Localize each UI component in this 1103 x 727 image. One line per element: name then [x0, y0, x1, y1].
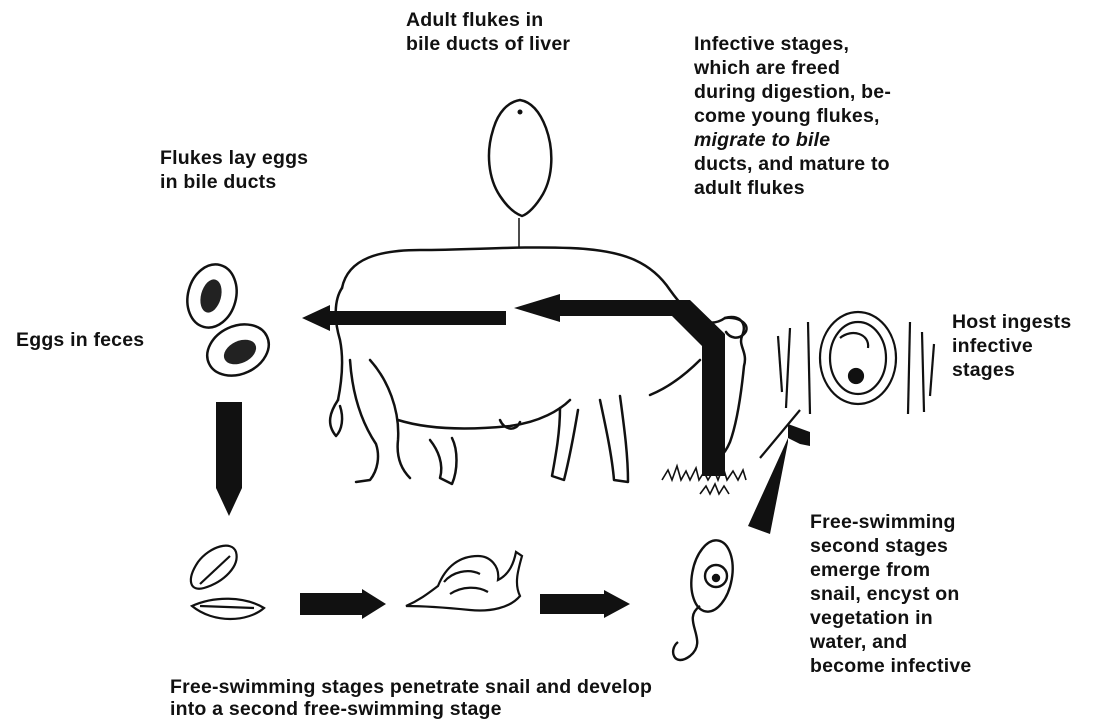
stage-to-snail-arrow-icon	[300, 589, 386, 619]
free-swimming-second-line-2: second stages	[810, 534, 971, 558]
infective-stages-line-1: Infective stages,	[694, 32, 891, 56]
infective-stages-line-5: migrate to bile	[694, 128, 891, 152]
eggs-in-feces-label: Eggs in feces	[16, 328, 144, 352]
free-swimming-second-line-5: vegetation in	[810, 606, 971, 630]
cercaria-icon	[673, 537, 738, 660]
adult-flukes-line-2: bile ducts of liver	[406, 32, 570, 56]
host-ingests-line-1: Host ingests	[952, 310, 1071, 334]
penetrate-snail-line-1: Free-swimming stages penetrate snail and…	[170, 676, 652, 698]
eggs-to-water-arrow-icon	[216, 402, 242, 516]
penetrate-snail-label: Free-swimming stages penetrate snail and…	[170, 676, 652, 720]
penetrate-snail-line-2: into a second free-swimming stage	[170, 698, 652, 720]
free-swimming-second-line-3: emerge from	[810, 558, 971, 582]
snail-to-second-stage-arrow-icon	[540, 590, 630, 618]
migration-arrow-icon	[302, 294, 725, 476]
adult-flukes-line-1: Adult flukes in	[406, 8, 570, 32]
free-swimming-second-line-4: snail, encyst on	[810, 582, 971, 606]
metacercaria-cyst-icon	[760, 312, 934, 458]
encyst-arrow-icon	[748, 424, 810, 534]
flukes-lay-eggs-label: Flukes lay eggs in bile ducts	[160, 146, 308, 194]
infective-stages-line-6: ducts, and mature to	[694, 152, 891, 176]
host-ingests-label: Host ingests infective stages	[952, 310, 1071, 382]
infective-stages-label: Infective stages, which are freed during…	[694, 32, 891, 200]
free-swimming-stage-icon	[191, 546, 264, 619]
infective-stages-line-3: during digestion, be-	[694, 80, 891, 104]
infective-stages-line-2: which are freed	[694, 56, 891, 80]
infective-stages-line-4: come young flukes,	[694, 104, 891, 128]
free-swimming-second-line-6: water, and	[810, 630, 971, 654]
host-ingests-line-2: infective	[952, 334, 1071, 358]
adult-flukes-label: Adult flukes in bile ducts of liver	[406, 8, 570, 56]
free-swimming-second-line-7: become infective	[810, 654, 971, 678]
adult-fluke-icon	[489, 100, 551, 248]
free-swimming-second-line-1: Free-swimming	[810, 510, 971, 534]
host-ingests-line-3: stages	[952, 358, 1071, 382]
flukes-lay-eggs-line-2: in bile ducts	[160, 170, 308, 194]
egg-icon	[181, 259, 278, 385]
cow-illustration-icon	[330, 247, 746, 484]
snail-icon	[406, 552, 522, 610]
infective-stages-line-7: adult flukes	[694, 176, 891, 200]
flukes-lay-eggs-line-1: Flukes lay eggs	[160, 146, 308, 170]
free-swimming-second-label: Free-swimming second stages emerge from …	[810, 510, 971, 678]
